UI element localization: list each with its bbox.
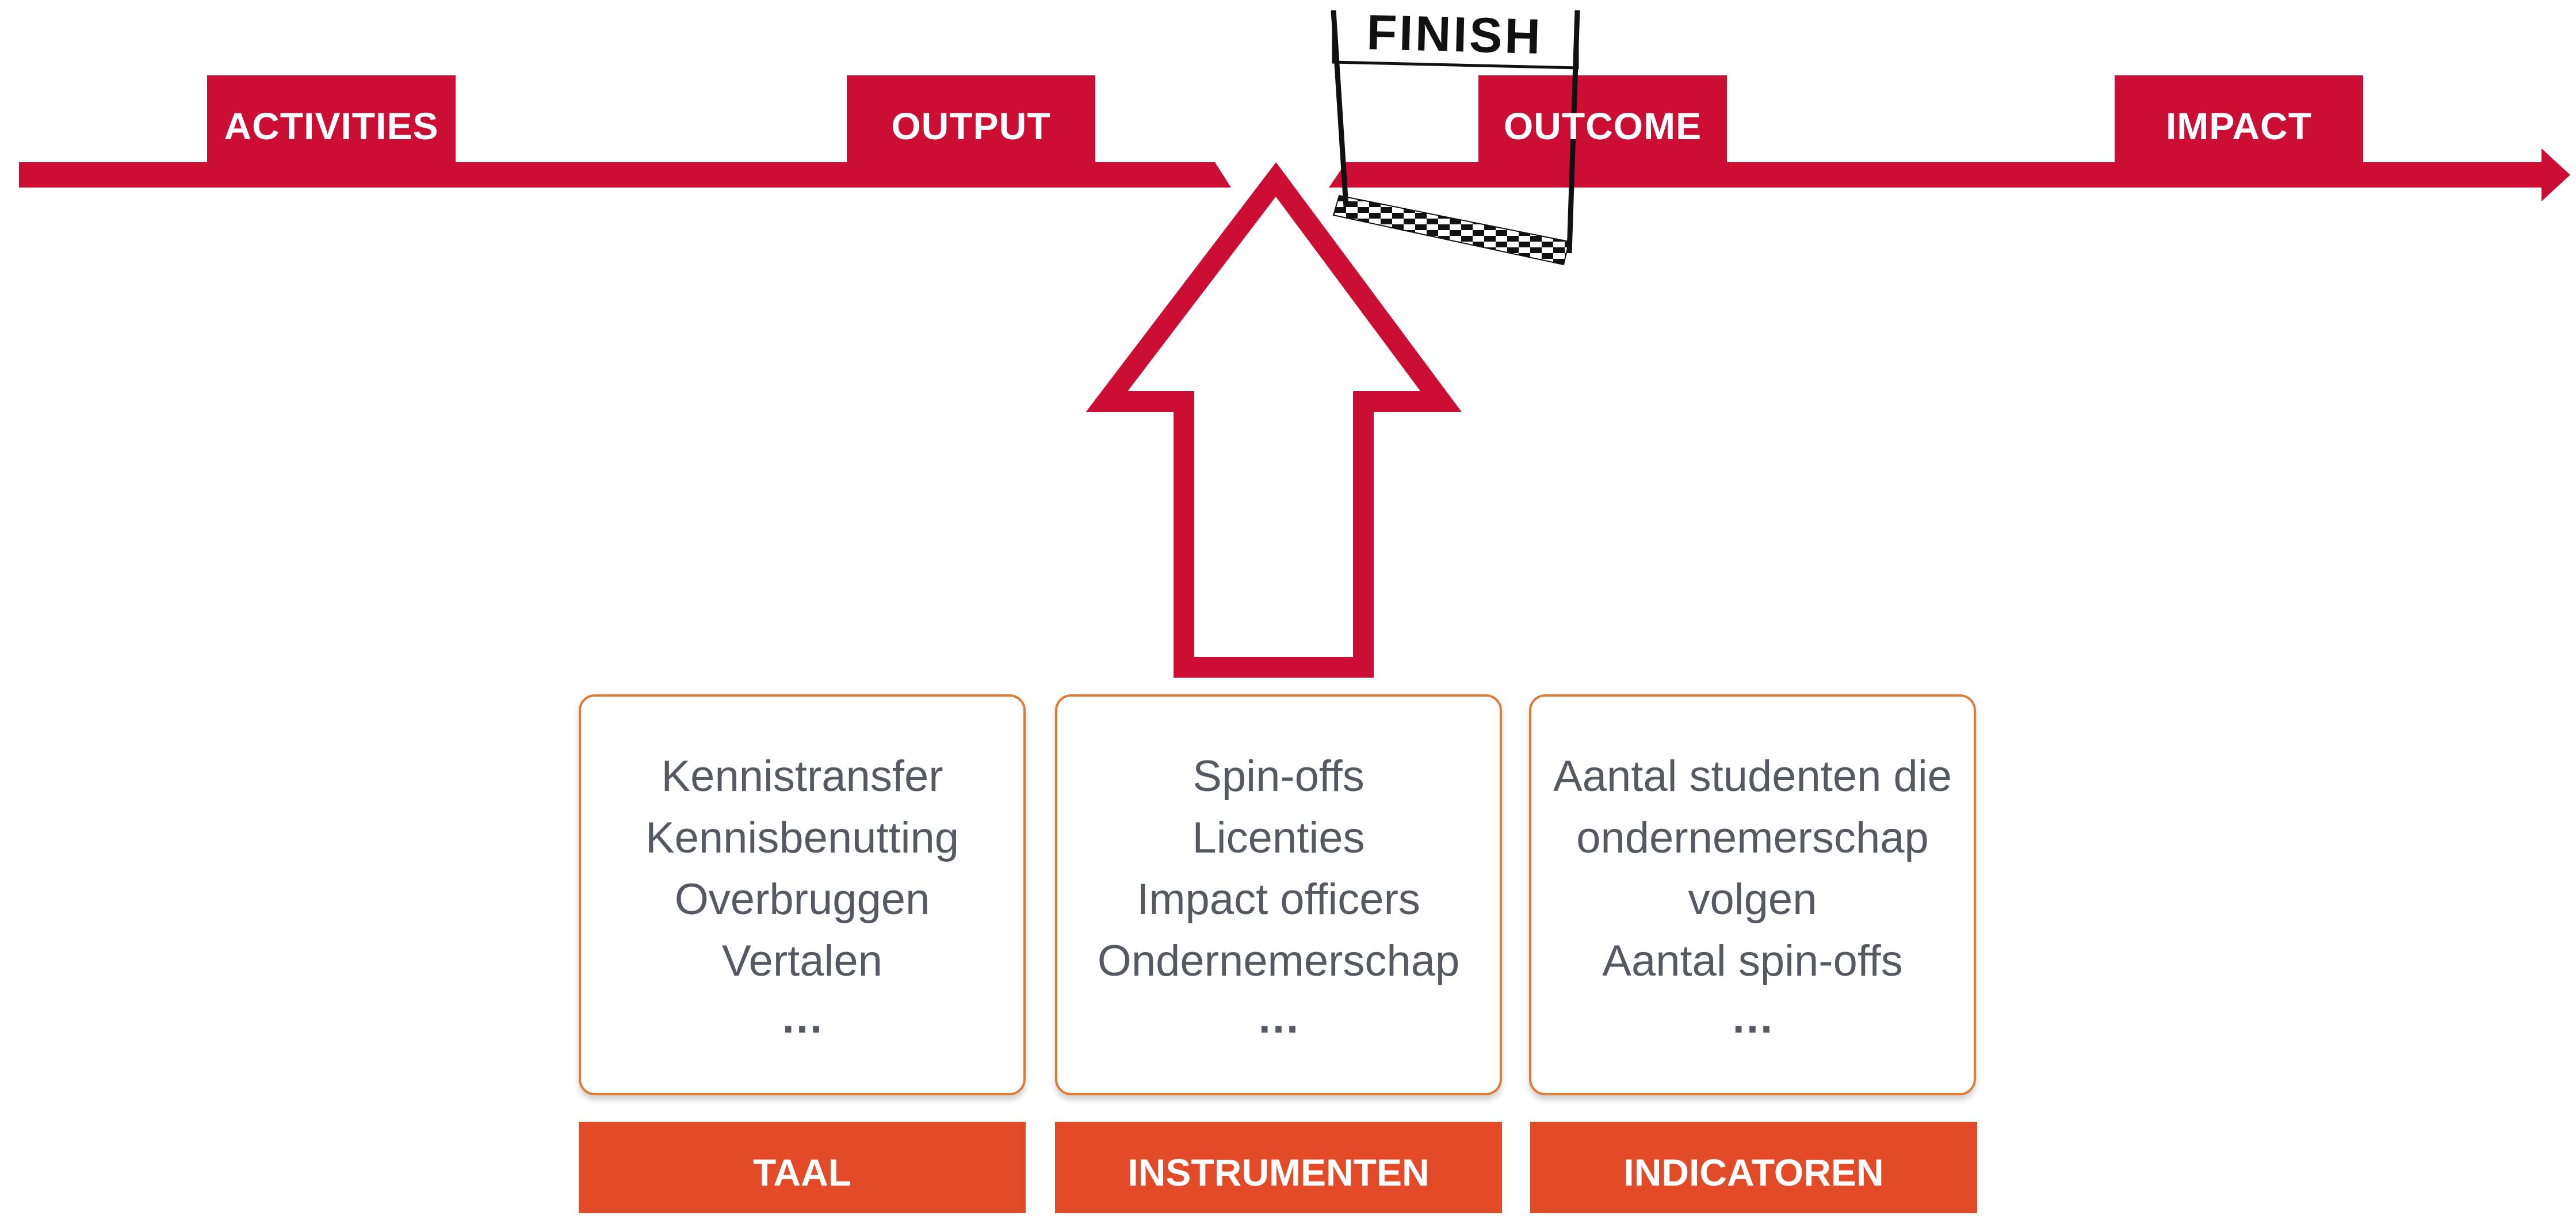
stage-tab-outcome xyxy=(1478,75,1727,163)
indicatoren-line-3: volgen xyxy=(1688,875,1817,924)
stage-tab-impact xyxy=(2115,75,2363,163)
taal-line-4: Vertalen xyxy=(722,937,882,985)
instrumenten-box xyxy=(1055,694,1502,1095)
indicatoren-line-4: Aantal spin-offs xyxy=(1602,937,1903,985)
taal-line-1: Kennistransfer xyxy=(661,752,943,801)
stage-label-outcome: OUTCOME xyxy=(1503,105,1702,147)
taal-box xyxy=(579,694,1026,1095)
stage-label-activities: ACTIVITIES xyxy=(224,105,439,147)
category-indicatoren-label: INDICATOREN xyxy=(1623,1151,1884,1194)
stage-label-impact: IMPACT xyxy=(2165,105,2313,147)
instrumenten-line-3: Impact officers xyxy=(1137,875,1420,924)
taal-line-3: Overbruggen xyxy=(674,875,930,924)
category-taal-label: TAAL xyxy=(752,1151,852,1194)
category-indicatoren: INDICATOREN xyxy=(1530,1122,1977,1213)
taal-line-2: Kennisbenutting xyxy=(645,813,960,862)
instrumenten-line-2: Licenties xyxy=(1192,813,1365,862)
timeline-bar-right xyxy=(1329,148,2570,201)
instrumenten-ellipsis: … xyxy=(1256,993,1301,1042)
stage-label-output: OUTPUT xyxy=(891,105,1051,147)
timeline-bar-left xyxy=(19,162,1231,188)
finish-label: FINISH xyxy=(1366,5,1543,65)
finish-checkered-strip xyxy=(1332,194,1570,266)
indicatoren-line-2: ondernemerschap xyxy=(1576,813,1929,862)
up-arrow-icon xyxy=(1086,162,1462,678)
stage-tab-activities xyxy=(207,75,456,163)
category-taal: TAAL xyxy=(579,1122,1026,1213)
indicatoren-box xyxy=(1529,694,1976,1095)
instrumenten-line-1: Spin-offs xyxy=(1193,752,1365,801)
category-instrumenten: INSTRUMENTEN xyxy=(1055,1122,1502,1213)
taal-ellipsis: … xyxy=(780,993,824,1042)
finish-post-left xyxy=(1331,10,1349,208)
stage-tab-output xyxy=(847,75,1095,163)
finish-banner-edge xyxy=(1332,10,1579,70)
indicatoren-line-1: Aantal studenten die xyxy=(1553,752,1952,801)
instrumenten-line-4: Ondernemerschap xyxy=(1097,937,1460,985)
indicatoren-ellipsis: … xyxy=(1730,993,1775,1042)
category-instrumenten-label: INSTRUMENTEN xyxy=(1128,1151,1430,1194)
